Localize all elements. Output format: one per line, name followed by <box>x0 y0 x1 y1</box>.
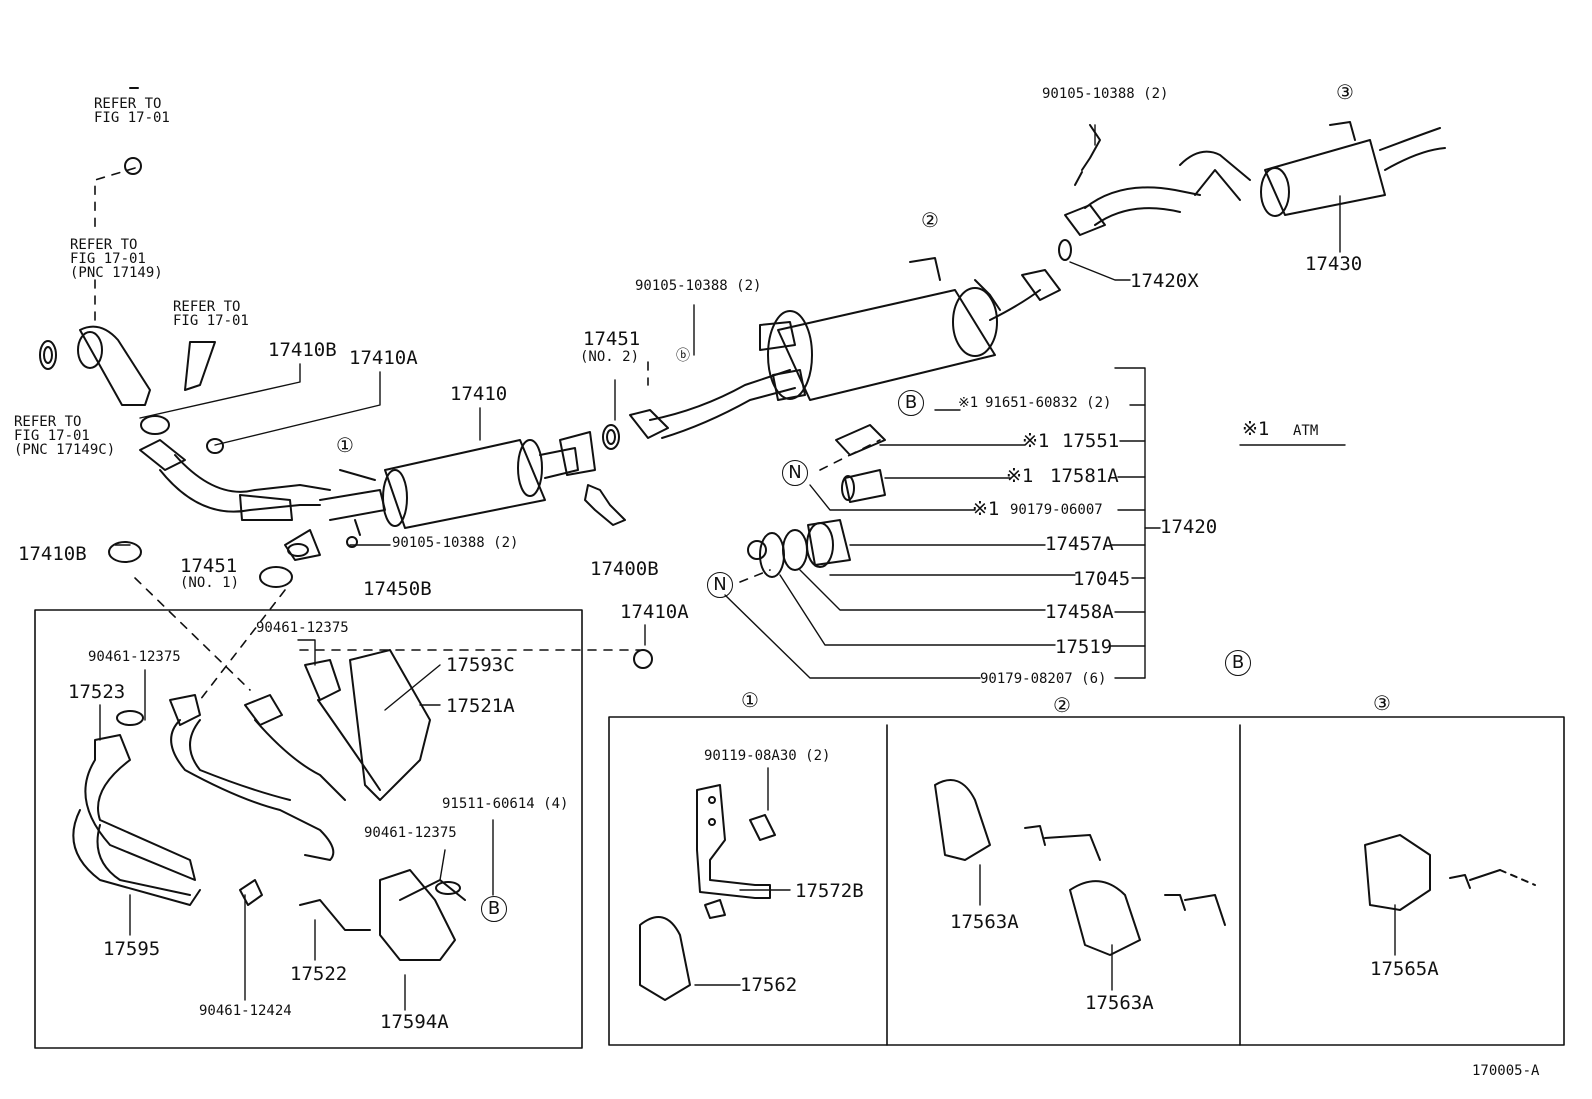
part-17451-no2: 17451 <box>583 328 641 350</box>
part-17410b-top: 17410B <box>268 339 337 361</box>
note-mark-1c: ※1 <box>1006 465 1034 487</box>
refer-note-mid: REFER TO FIG 17-01 <box>173 299 249 329</box>
part-17458a: 17458A <box>1045 601 1114 623</box>
part-17519: 17519 <box>1055 636 1113 658</box>
part-17551: 17551 <box>1062 430 1120 452</box>
figure-id: 170005-A <box>1472 1063 1540 1079</box>
note-mark-1d: ※1 <box>972 498 1000 520</box>
part-17562: 17562 <box>740 974 798 996</box>
part-17410b-left: 17410B <box>18 543 87 565</box>
part-17420x: 17420X <box>1130 270 1199 292</box>
part-90461-a: 90461-12375 <box>256 620 349 636</box>
part-90461-12424: 90461-12424 <box>199 1003 292 1019</box>
part-90105-top: 90105-10388 (2) <box>1042 86 1169 102</box>
part-17450b: 17450B <box>363 578 432 600</box>
atm-note: ATM <box>1293 423 1319 439</box>
part-17400b: 17400B <box>590 558 659 580</box>
part-17595: 17595 <box>103 938 161 960</box>
part-17430: 17430 <box>1305 253 1363 275</box>
part-17420: 17420 <box>1160 516 1218 538</box>
part-17565a: 17565A <box>1370 958 1439 980</box>
bolt-b-mark: ⓑ <box>676 348 690 364</box>
part-17563a-a: 17563A <box>950 911 1019 933</box>
muffler-17420 <box>629 257 1061 439</box>
part-17457a: 17457A <box>1045 533 1114 555</box>
front-pipe-assembly <box>39 87 386 561</box>
part-17522: 17522 <box>290 963 348 985</box>
part-90105-mid: 90105-10388 (2) <box>635 278 762 294</box>
part-17451-no1-sub: (NO. 1) <box>180 575 240 591</box>
refer-note-pnc-17149: REFER TO FIG 17-01 (PNC 17149) <box>70 237 163 281</box>
refer-note-pnc-17149c: REFER TO FIG 17-01 (PNC 17149C) <box>14 414 116 458</box>
refer-note-top: REFER TO FIG 17-01 <box>94 96 170 126</box>
hardware-group <box>747 424 886 578</box>
part-90461-c: 90461-12375 <box>364 825 457 841</box>
part-17572b: 17572B <box>795 880 864 902</box>
tailpipe-17430 <box>1058 121 1446 261</box>
callout-b-right: B <box>1225 650 1251 676</box>
part-17523: 17523 <box>68 681 126 703</box>
part-17581a: 17581A <box>1050 465 1119 487</box>
part-90179-06007: 90179-06007 <box>1010 502 1103 518</box>
part-90119: 90119-08A30 (2) <box>704 748 831 764</box>
part-91511: 91511-60614 (4) <box>442 796 569 812</box>
atm-note-mark: ※1 <box>1242 418 1270 440</box>
part-17410: 17410 <box>450 383 508 405</box>
callout-n-upper: N <box>782 460 808 486</box>
part-17563a-b: 17563A <box>1085 992 1154 1014</box>
manifold-box <box>34 541 653 1049</box>
center-pipe-17410 <box>382 424 626 529</box>
part-17594a: 17594A <box>380 1011 449 1033</box>
part-90461-b: 90461-12375 <box>88 649 181 665</box>
part-17410a-top: 17410A <box>349 347 418 369</box>
callout-2-main: ② <box>921 208 939 232</box>
callout-1-main: ① <box>336 433 354 457</box>
leader-lines <box>99 124 1396 1011</box>
callout-1-detail: ① <box>741 688 759 712</box>
part-91651: 91651-60832 (2) <box>985 395 1112 411</box>
callout-2-detail: ② <box>1053 693 1071 717</box>
part-17451-no2-sub: (NO. 2) <box>580 349 640 365</box>
hanger-detail-panels <box>608 716 1565 1046</box>
note-mark-1a: ※1 <box>958 395 979 411</box>
callout-n-lower: N <box>707 572 733 598</box>
callout-b-upper: B <box>898 390 924 416</box>
part-17521a: 17521A <box>446 695 515 717</box>
part-90179-08207: 90179-08207 (6) <box>980 671 1107 687</box>
part-17045: 17045 <box>1073 568 1131 590</box>
part-90105-low: 90105-10388 (2) <box>392 535 519 551</box>
note-mark-1b: ※1 <box>1022 430 1050 452</box>
reference-dashes <box>94 167 881 701</box>
callout-b-lower: B <box>481 896 507 922</box>
part-17451-no1: 17451 <box>180 555 238 577</box>
callout-3-main: ③ <box>1336 80 1354 104</box>
part-17593c: 17593C <box>446 654 515 676</box>
callout-3-detail: ③ <box>1373 691 1391 715</box>
part-17410a-low: 17410A <box>620 601 689 623</box>
